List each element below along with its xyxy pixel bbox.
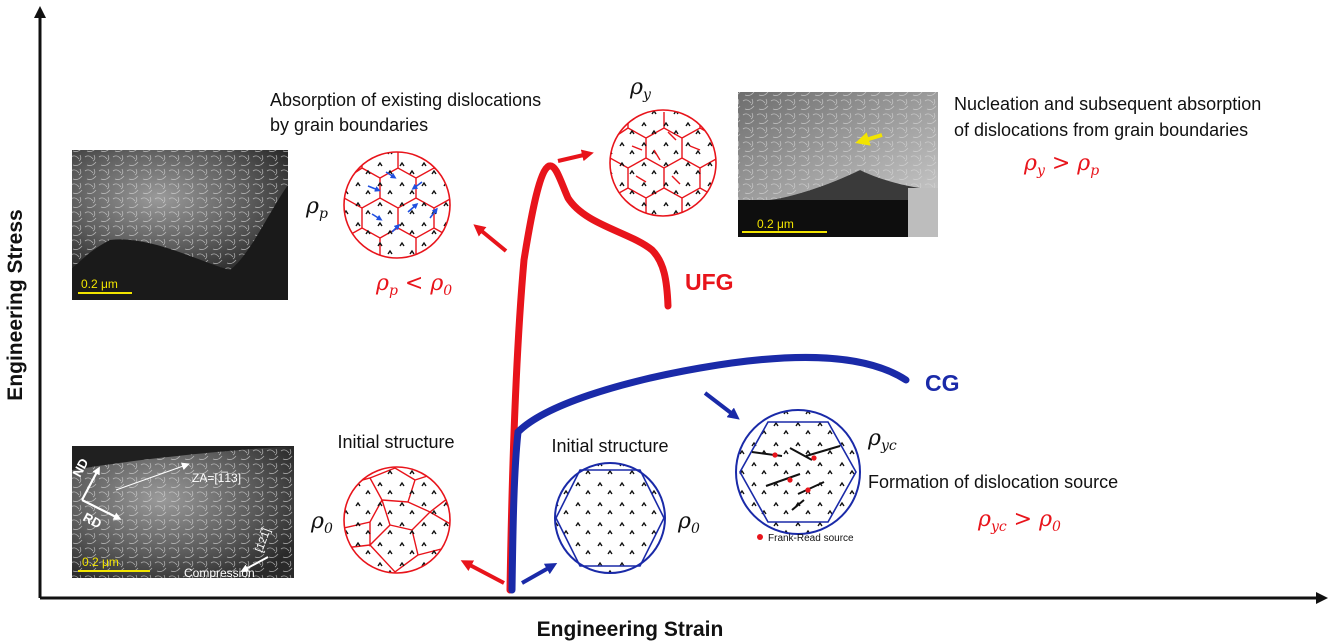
arrow-to-ufg-nucleation xyxy=(557,149,594,163)
relation-rp-lt-r0: ρp < ρ0 xyxy=(375,271,452,299)
rd-arrow-icon xyxy=(81,499,122,520)
frank-read-legend-dot xyxy=(757,534,763,540)
scale-bar-label: 0.2 μm xyxy=(81,277,118,291)
arrow-to-cg-source xyxy=(703,391,740,420)
micrograph-bottom-left: ND RD ZA=[1̅13] [121̅] Compression 0.2 μ… xyxy=(69,446,294,580)
absorption-text-line2: by grain boundaries xyxy=(270,115,428,135)
rho-p-label: ρp xyxy=(305,194,328,222)
rho-yc-label: ρyc xyxy=(867,426,897,454)
za-label: ZA=[1̅13] xyxy=(192,471,241,485)
nd-arrow-icon xyxy=(81,466,100,501)
ufg-initial-structure-label: Initial structure xyxy=(337,432,454,452)
arrow-to-ufg-initial xyxy=(460,560,505,585)
compression-arrow-icon xyxy=(240,556,269,572)
ufg-label: UFG xyxy=(685,269,734,295)
ufg-nucleation-circle xyxy=(609,109,717,217)
micrograph-top-left: 0.2 μm xyxy=(72,150,288,300)
nucleation-text-line2: of dislocations from grain boundaries xyxy=(954,120,1248,140)
frank-read-source-dot xyxy=(772,452,778,458)
frank-read-legend-label: Frank-Read source xyxy=(768,533,854,544)
relation-ryc-gt-r0: ρyc > ρ0 xyxy=(977,507,1061,535)
dislocation-source-text: Formation of dislocation source xyxy=(868,472,1118,492)
yellow-arrow-icon xyxy=(855,132,883,146)
rho-y-label: ρy xyxy=(629,75,652,103)
scale-bar-label: 0.2 μm xyxy=(757,217,794,231)
ufg-absorption-grain-diagram xyxy=(343,151,451,259)
y-axis-label: Engineering Stress xyxy=(4,209,27,400)
frank-read-source-dot xyxy=(787,477,793,483)
nucleation-text-line1: Nucleation and subsequent absorption xyxy=(954,94,1261,114)
frank-read-source-dot xyxy=(805,487,811,493)
x-axis-label: Engineering Strain xyxy=(537,618,724,641)
absorption-text-line1: Absorption of existing dislocations xyxy=(270,90,541,110)
arrow-to-cg-initial xyxy=(521,563,558,585)
micrograph-top-right: 0.2 μm xyxy=(738,92,938,237)
cg-initial-structure-label: Initial structure xyxy=(551,436,668,456)
ufg-rho0-label: ρ0 xyxy=(310,509,333,537)
cg-label: CG xyxy=(925,370,960,396)
cg-rho0-label: ρ0 xyxy=(677,509,700,537)
ufg-absorption-circle xyxy=(343,151,451,259)
compression-label: Compression xyxy=(184,566,255,580)
za-arrow-icon xyxy=(115,462,190,491)
cg-curve xyxy=(508,353,910,594)
scale-bar-label: 0.2 μm xyxy=(82,555,119,569)
cg-initial-grain-diagram xyxy=(554,462,666,574)
cg-source-grain-diagram xyxy=(735,409,861,535)
ufg-curve xyxy=(506,162,672,594)
relation-ry-gt-rp: ρy > ρp xyxy=(1023,151,1099,179)
arrow-to-ufg-absorption xyxy=(473,224,508,253)
ufg-nucleation-grain-diagram xyxy=(609,109,717,217)
ufg-initial-circle xyxy=(343,466,451,574)
ufg-initial-grain-diagram xyxy=(343,466,451,574)
frank-read-source-dot xyxy=(811,455,817,461)
